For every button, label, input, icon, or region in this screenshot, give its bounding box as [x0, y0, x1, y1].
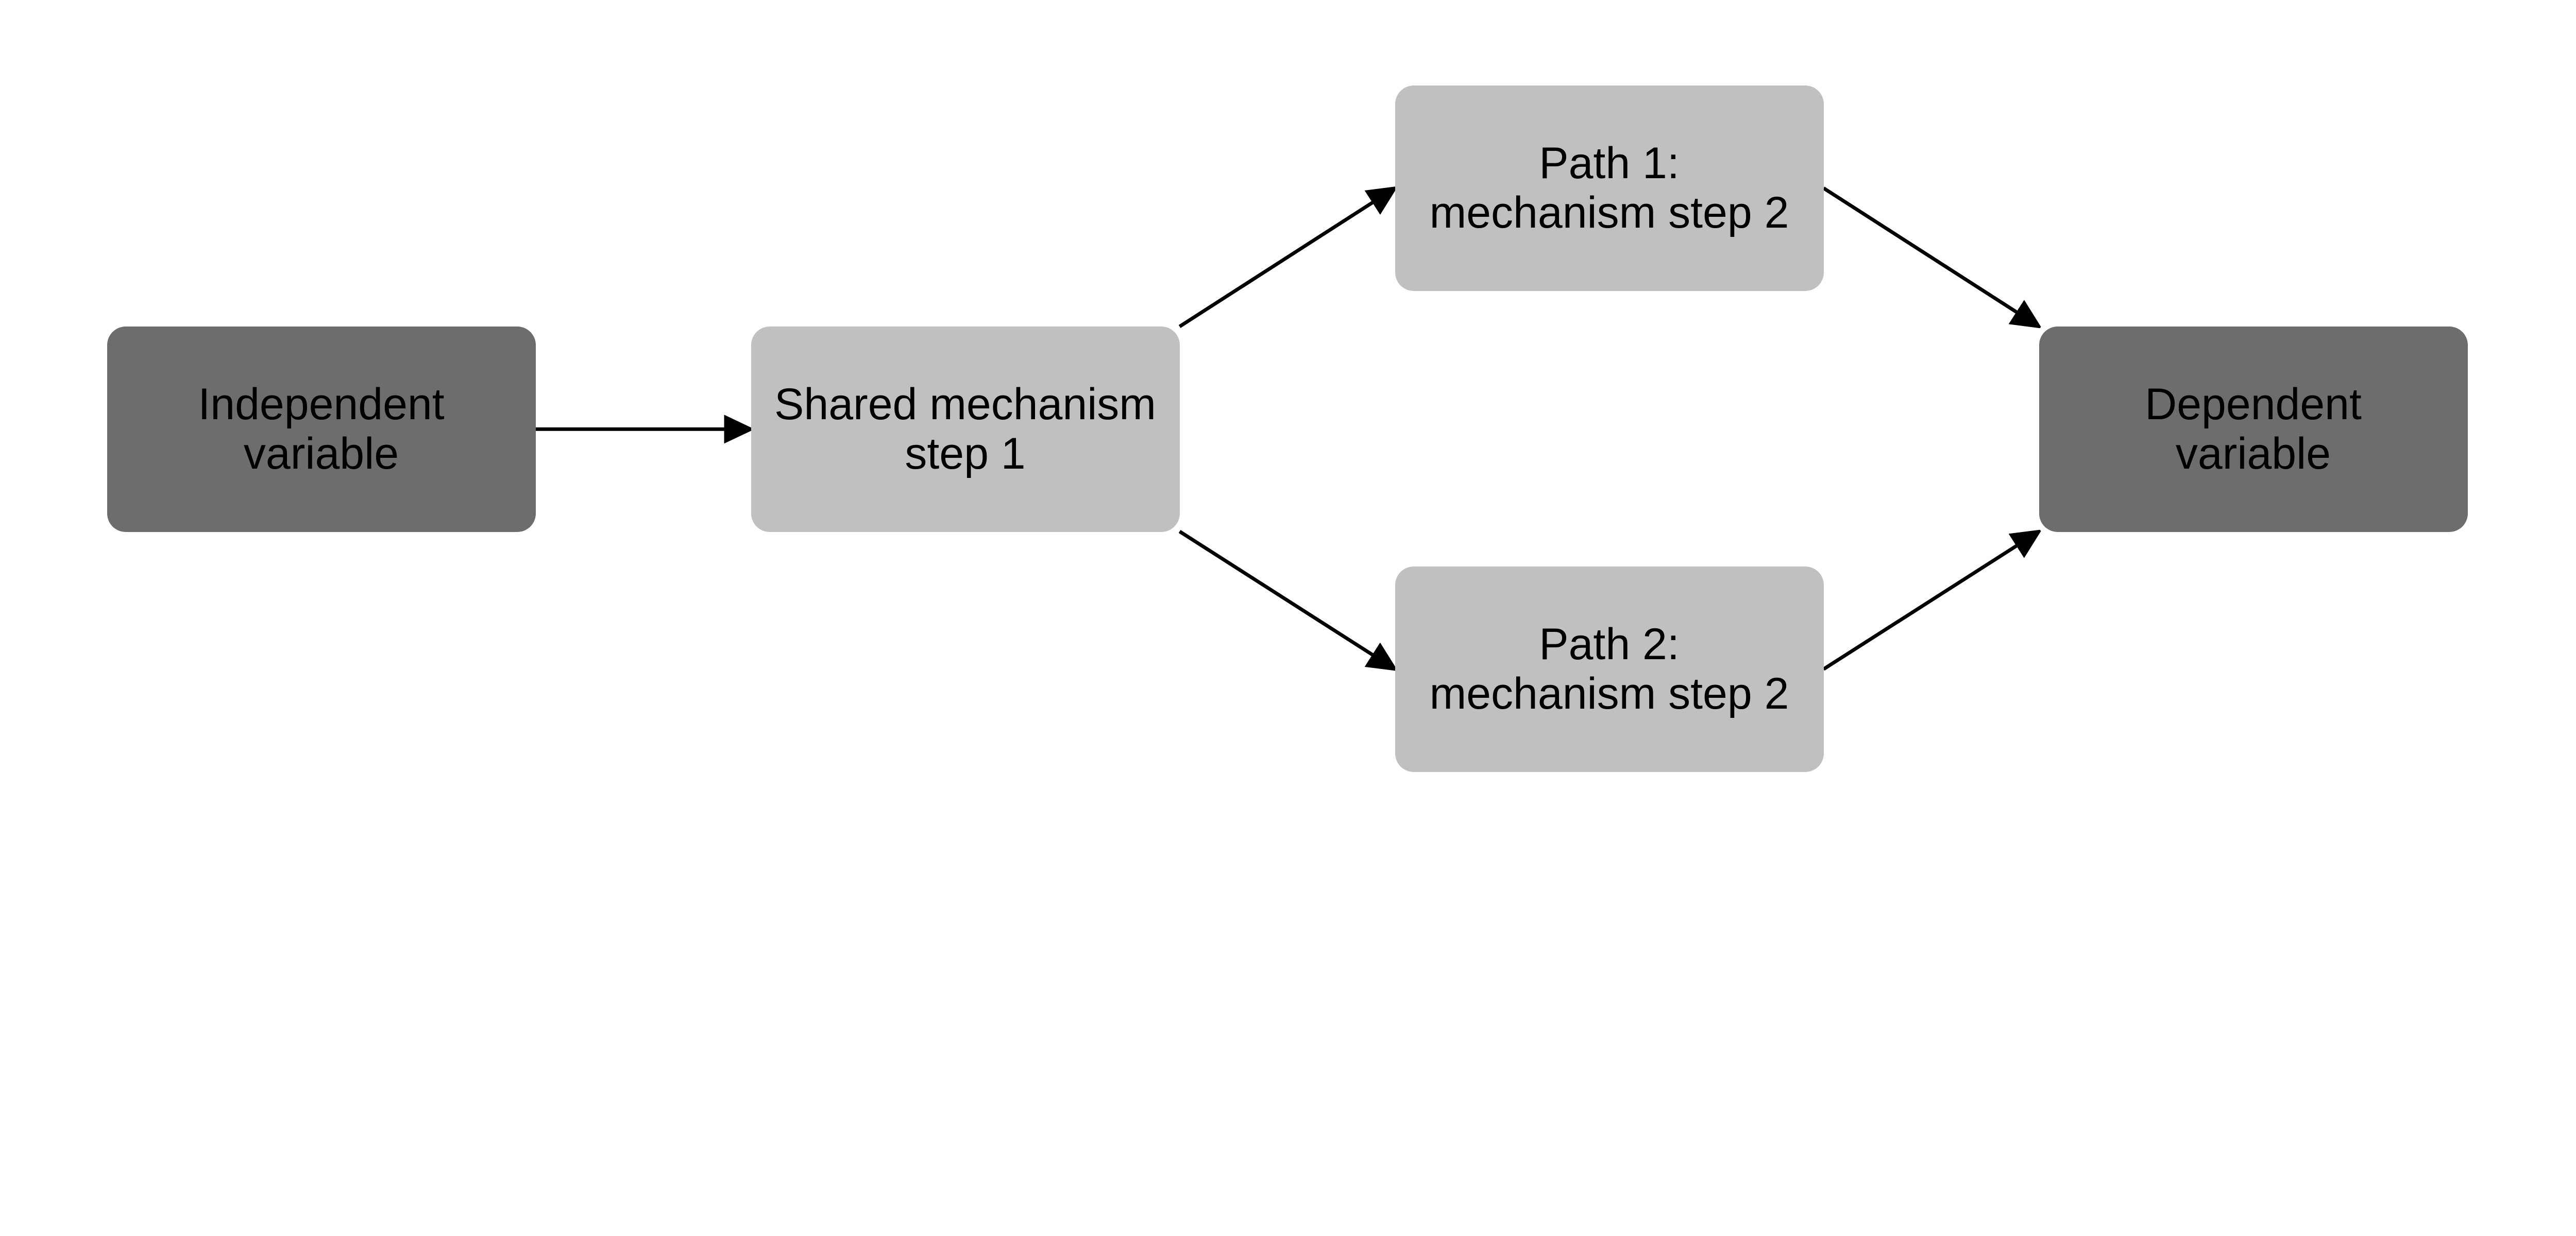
edges-layer: [535, 0, 2576, 859]
node-label: Shared mechanism step 1: [774, 380, 1156, 479]
diagram-canvas: Independent variable Shared mechanism st…: [107, 0, 2576, 859]
edge-shared-to-path1: [1178, 188, 1395, 328]
node-dependent-variable: Dependent variable: [2039, 326, 2468, 532]
node-shared-mechanism: Shared mechanism step 1: [751, 326, 1180, 532]
node-path-2: Path 2: mechanism step 2: [1395, 566, 1824, 772]
node-independent-variable: Independent variable: [107, 326, 536, 532]
edge-path2-to-dependent: [1822, 531, 2039, 671]
node-label: Path 2: mechanism step 2: [1429, 620, 1789, 719]
edge-path1-to-dependent: [1822, 186, 2039, 327]
node-label: Independent variable: [198, 380, 445, 479]
node-label: Dependent variable: [2145, 380, 2362, 479]
edge-shared-to-path2: [1178, 530, 1395, 669]
node-path-1: Path 1: mechanism step 2: [1395, 85, 1824, 291]
node-label: Path 1: mechanism step 2: [1429, 139, 1789, 238]
